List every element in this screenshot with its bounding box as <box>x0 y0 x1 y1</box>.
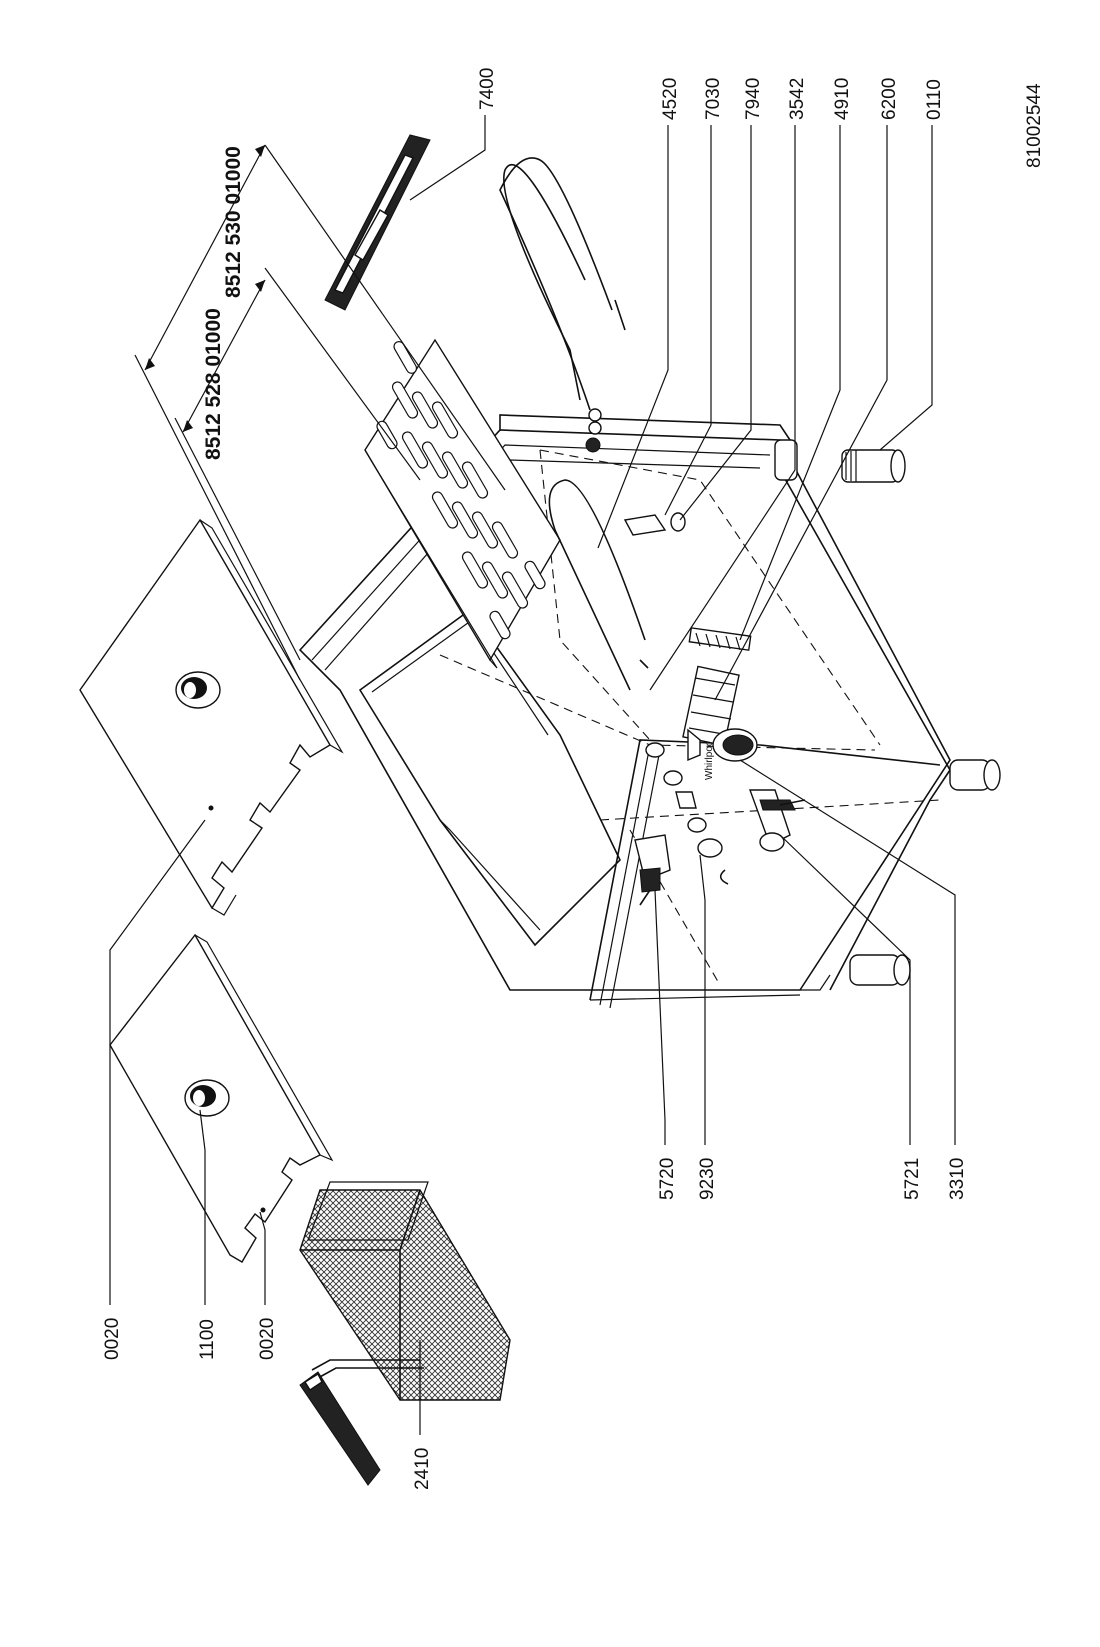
sheet-number: 81002544 <box>1024 83 1045 168</box>
right-callout-labels: 4520 7030 7940 3542 4910 6200 0110 <box>660 78 945 120</box>
heating-element-upper <box>499 157 626 453</box>
handle <box>324 134 431 311</box>
leader-lines <box>109 115 956 1435</box>
thermostat-knob <box>712 728 758 762</box>
brand-mark: Whirlpool <box>704 738 715 780</box>
callout-5720: 5720 <box>657 1158 678 1200</box>
callout-1100: 1100 <box>197 1319 218 1360</box>
callout-9230: 9230 <box>697 1158 718 1200</box>
callout-4910: 4910 <box>832 78 853 120</box>
callout-7400: 7400 <box>477 68 498 110</box>
callout-0020-knob: 0020 <box>257 1318 278 1360</box>
drain-tap-left <box>634 834 671 906</box>
callout-0020-lid: 0020 <box>102 1318 123 1360</box>
drain-tap-right <box>749 789 806 852</box>
callout-4520: 4520 <box>660 78 681 120</box>
assembly-code-528: 8512 528 01000 <box>202 308 225 460</box>
foot-front-right <box>949 759 1001 791</box>
callout-5721: 5721 <box>902 1158 923 1200</box>
foot-rear <box>774 439 798 481</box>
callout-3542: 3542 <box>787 78 808 120</box>
threaded-pipe <box>841 449 906 483</box>
gasket-set <box>645 742 729 885</box>
callout-3310: 3310 <box>947 1158 968 1200</box>
callout-7030: 7030 <box>703 78 724 120</box>
lid-left <box>109 933 334 1263</box>
assembly-code-530: 8512 530 01000 <box>222 146 245 298</box>
foot-front-left <box>849 954 911 986</box>
lid-right <box>79 518 344 916</box>
frying-basket <box>299 1181 511 1486</box>
terminal-block <box>688 627 752 651</box>
heating-element-lower <box>548 479 649 691</box>
sensor-tube <box>623 512 686 536</box>
thermostat <box>682 665 740 762</box>
callout-0110: 0110 <box>924 79 945 120</box>
callout-7940: 7940 <box>743 78 764 120</box>
callout-2410: 2410 <box>412 1448 433 1490</box>
bottom-callout-labels: 0020 1100 0020 2410 5720 9230 5721 3310 <box>102 1158 968 1490</box>
lid-knob-left <box>184 1079 230 1117</box>
lid-knob-right <box>175 671 221 709</box>
oil-grid <box>364 338 561 669</box>
callout-6200: 6200 <box>879 78 900 120</box>
dimension-lines <box>134 144 506 681</box>
